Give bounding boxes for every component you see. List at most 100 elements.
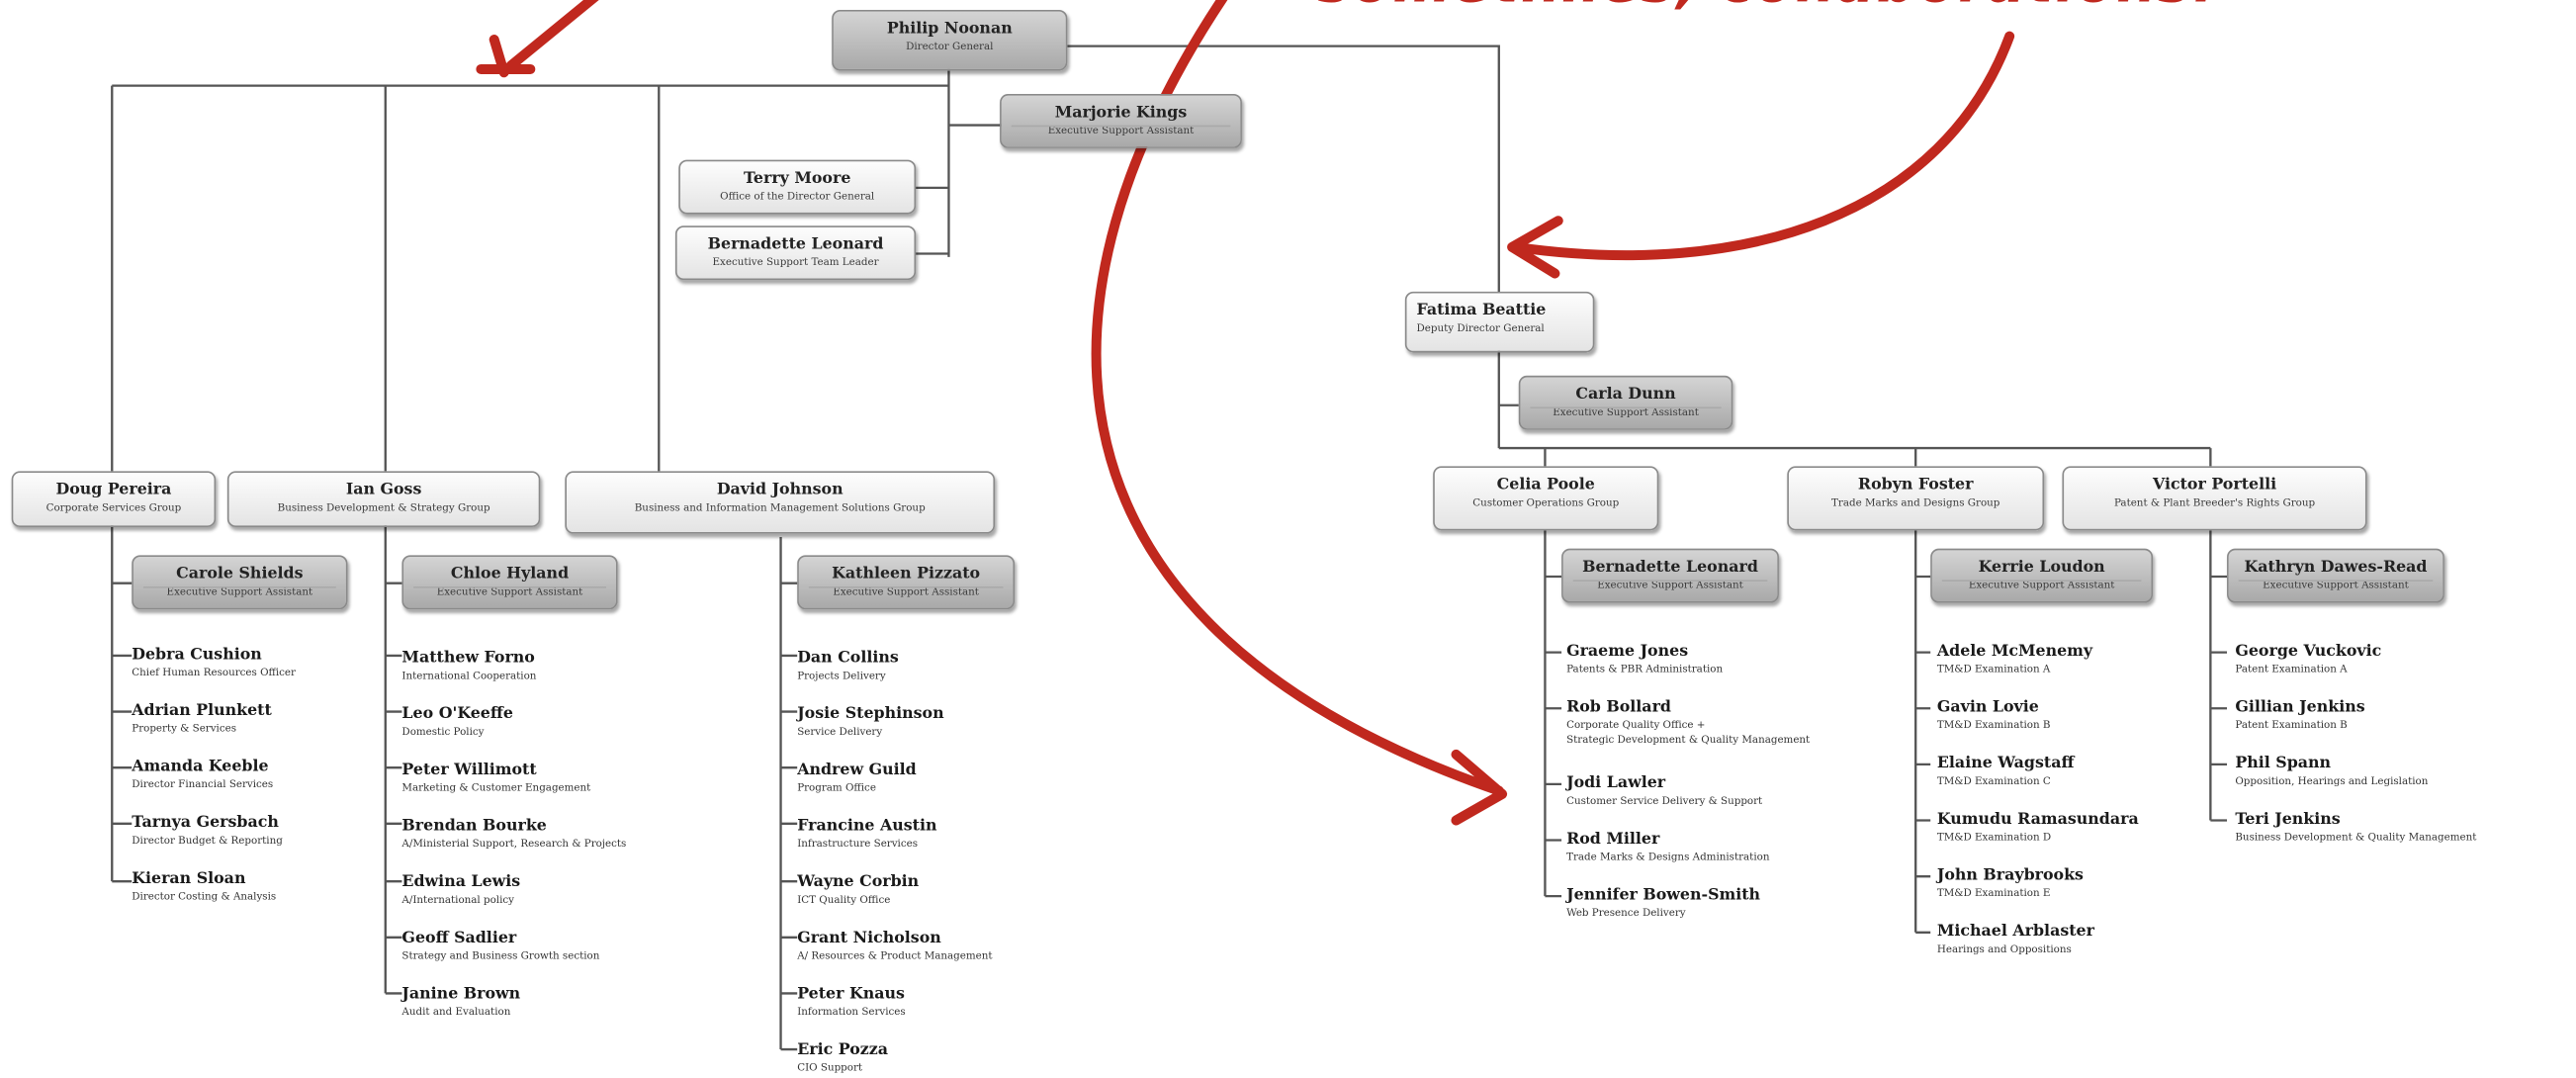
staff-name: Kieran Sloan bbox=[132, 869, 246, 888]
staff-name: Peter Willimott bbox=[401, 761, 537, 779]
staff-title: Director Financial Services bbox=[132, 778, 274, 791]
staff-title: Patent Examination A bbox=[2235, 664, 2348, 675]
staff-title: Opposition, Hearings and Legislation bbox=[2235, 775, 2429, 788]
staff-title: A/Ministerial Support, Research & Projec… bbox=[401, 838, 627, 851]
staff-title: Information Services bbox=[797, 1006, 906, 1019]
annotation-text: sometimes, collaborations. bbox=[1318, 0, 2216, 17]
staff-title: International Cooperation bbox=[401, 670, 537, 682]
staff-title: Service Delivery bbox=[797, 726, 883, 739]
staff-name: Tarnya Gersbach bbox=[132, 813, 279, 833]
staff-title: Corporate Quality Office + bbox=[1566, 719, 1706, 732]
office-box-terry: Terry Moore Office of the Director Gener… bbox=[678, 159, 917, 215]
group-head-title: Business Development & Strategy Group bbox=[277, 502, 490, 514]
staff-title: Patent Examination B bbox=[2235, 719, 2348, 732]
staff-name: John Braybrooks bbox=[1936, 866, 2084, 885]
group-head-name: Celia Poole bbox=[1496, 476, 1595, 494]
staff-title: Trade Marks & Designs Administration bbox=[1566, 852, 1770, 863]
assistant-title: Executive Support Assistant bbox=[833, 585, 979, 598]
staff-name: Jennifer Bowen-Smith bbox=[1566, 886, 1761, 905]
assistant-name: Kathryn Dawes-Read bbox=[2244, 558, 2428, 577]
staff-title: TM&D Examination E bbox=[1936, 887, 2051, 900]
staff-title: Hearings and Oppositions bbox=[1936, 943, 2072, 956]
staff-name: Eric Pozza bbox=[797, 1040, 889, 1060]
director-general-box: Philip Noonan Director General bbox=[832, 9, 1068, 71]
staff-name: Elaine Wagstaff bbox=[1936, 754, 2075, 773]
assistant-title: Executive Support Assistant bbox=[2263, 580, 2409, 591]
staff-name: Leo O'Keeffe bbox=[401, 704, 513, 724]
assistant-name: Bernadette Leonard bbox=[1582, 558, 1758, 577]
staff-title: TM&D Examination C bbox=[1936, 775, 2051, 788]
group-head-title: Business and Information Management Solu… bbox=[634, 502, 926, 514]
staff-name: Francine Austin bbox=[797, 817, 937, 836]
staff-name: Matthew Forno bbox=[401, 649, 535, 668]
assistant-name: Carole Shields bbox=[176, 565, 304, 584]
group-head-name: Robyn Foster bbox=[1857, 476, 1974, 494]
assistant-name: Kerrie Loudon bbox=[1978, 558, 2105, 577]
staff-name: Amanda Keeble bbox=[132, 758, 269, 776]
staff-name: Andrew Guild bbox=[797, 761, 917, 779]
staff-name: Peter Knaus bbox=[797, 985, 905, 1004]
staff-title: Patents & PBR Administration bbox=[1566, 664, 1724, 675]
staff-title: Property & Services bbox=[132, 723, 237, 735]
staff-name: Rob Bollard bbox=[1566, 698, 1671, 717]
staff-name: Wayne Corbin bbox=[797, 872, 920, 892]
deputy-box: Fatima Beattie Deputy Director General bbox=[1404, 291, 1595, 353]
staff-title: CIO Support bbox=[797, 1062, 863, 1075]
staff-title: Chief Human Resources Officer bbox=[132, 667, 296, 679]
staff-name: Adele McMenemy bbox=[1936, 642, 2093, 661]
staff-name: Geoff Sadlier bbox=[401, 929, 517, 947]
staff-title: Infrastructure Services bbox=[797, 838, 919, 851]
staff-name: Graeme Jones bbox=[1566, 642, 1689, 661]
staff-name: Dan Collins bbox=[797, 649, 899, 668]
assistant-name: Kathleen Pizzato bbox=[832, 565, 981, 584]
staff-name: Grant Nicholson bbox=[797, 929, 941, 947]
staff-title: Domestic Policy bbox=[401, 726, 485, 739]
staff-name: Josie Stephinson bbox=[797, 704, 944, 724]
assistant-name: Chloe Hyland bbox=[450, 565, 570, 584]
group-head-title: Customer Operations Group bbox=[1472, 497, 1620, 509]
group-head-title: Trade Marks and Designs Group bbox=[1831, 497, 2000, 509]
staff-title: Customer Service Delivery & Support bbox=[1566, 795, 1763, 808]
staff-name: Edwina Lewis bbox=[401, 872, 521, 892]
office-box-bernadette: Bernadette Leonard Executive Support Tea… bbox=[674, 225, 917, 281]
group-head-title: Patent & Plant Breeder's Rights Group bbox=[2113, 497, 2316, 509]
group-head-name: Doug Pereira bbox=[55, 481, 172, 499]
assistant-title: Executive Support Assistant bbox=[436, 585, 583, 598]
staff-name: Gillian Jenkins bbox=[2235, 698, 2365, 717]
staff-name: Jodi Lawler bbox=[1566, 773, 1666, 793]
staff-name: Brendan Bourke bbox=[401, 817, 547, 836]
dg-assistant-box: Marjorie Kings Executive Support Assista… bbox=[1000, 93, 1242, 148]
staff-name: George Vuckovic bbox=[2235, 642, 2382, 661]
